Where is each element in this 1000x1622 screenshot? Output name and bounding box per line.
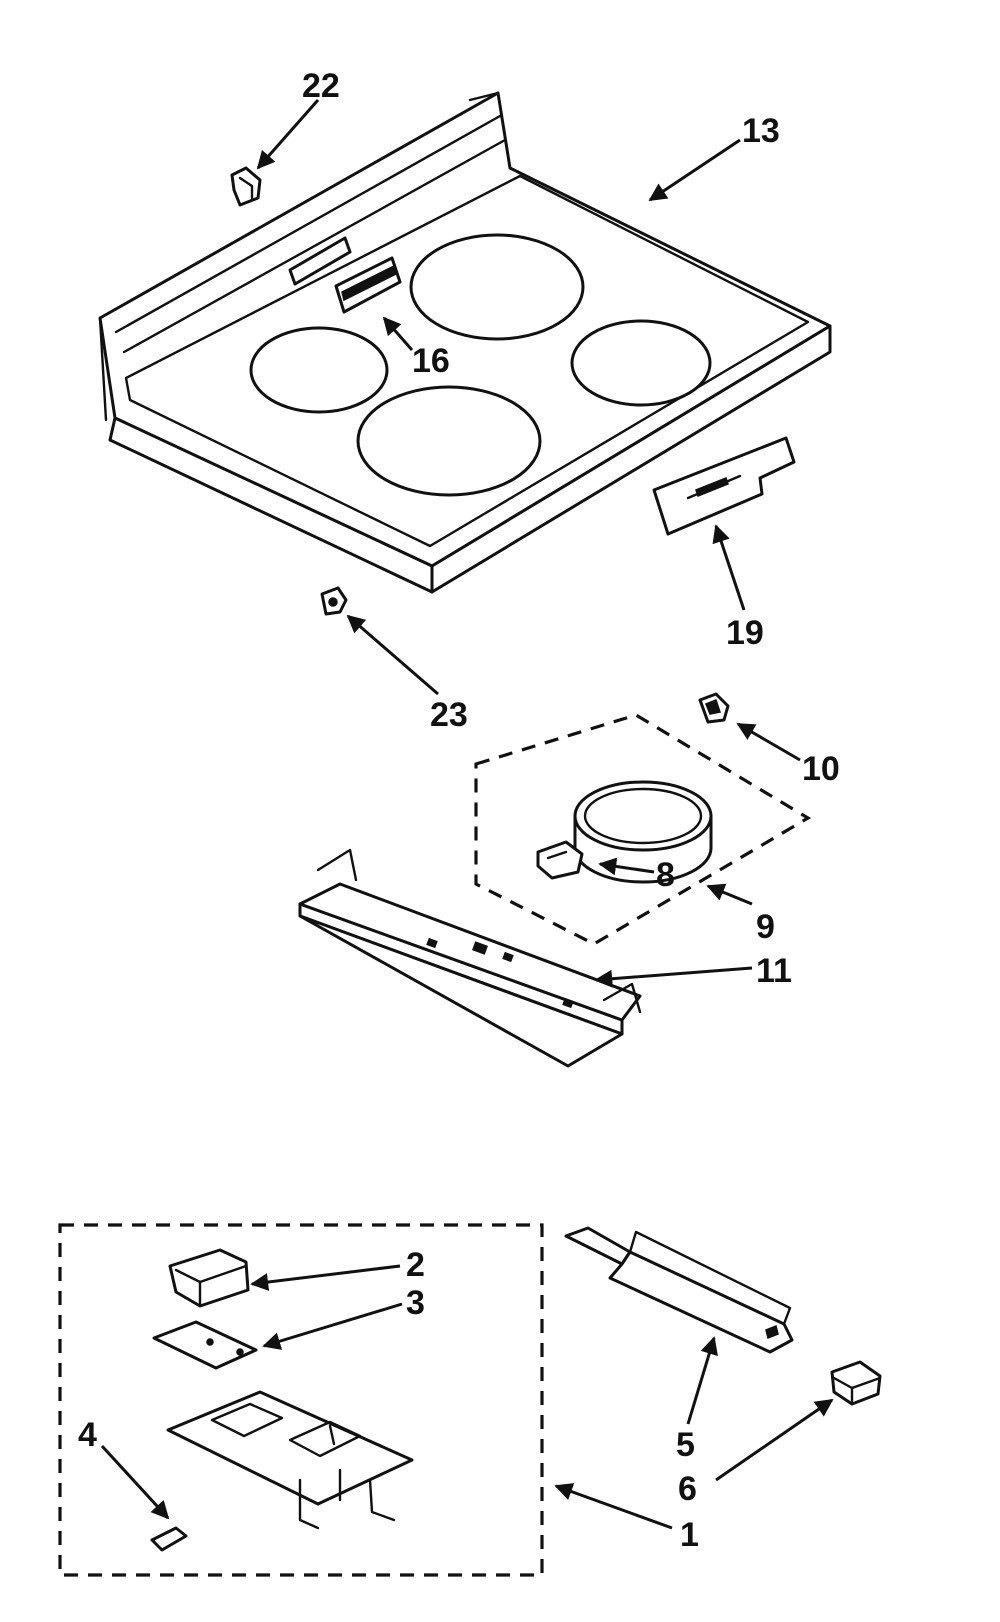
callout-9: 9 [756,908,775,946]
bracket-19 [652,436,796,536]
switch-kit-boundary-1 [58,1223,544,1577]
callout-22: 22 [302,67,340,105]
cooktop [98,91,832,594]
callout-11: 11 [756,952,792,990]
bracket-5 [564,1226,794,1354]
callout-1: 1 [680,1516,699,1554]
callout-23: 23 [430,696,468,734]
burner-large-back [409,233,585,341]
callout-4: 4 [78,1416,97,1454]
terminal-block-8 [536,840,584,880]
callout-16: 16 [412,342,450,380]
clip-23 [320,586,348,616]
clip-10 [698,692,730,724]
callout-19: 19 [726,614,764,652]
callout-2: 2 [406,1246,425,1284]
callout-10: 10 [802,750,840,788]
callout-6: 6 [678,1470,697,1508]
support-bracket-11 [298,848,642,1068]
callout-5: 5 [676,1426,695,1464]
connector-6 [830,1360,882,1406]
callout-3: 3 [406,1284,425,1322]
burner-large-front [356,385,542,497]
clip-4 [150,1526,188,1552]
indicator-light-16 [334,256,402,314]
plate-3 [152,1320,258,1370]
callout-13: 13 [742,112,780,150]
burner-small-right [570,319,712,407]
switch-2 [168,1248,250,1308]
switch-assembly [166,1390,414,1530]
burner-small-left [249,326,389,414]
callout-labels: 22 13 16 19 23 10 8 9 11 2 3 4 5 6 1 [78,67,840,1554]
element-kit-boundary-9 [474,713,812,946]
callout-8: 8 [656,856,675,894]
clip-22 [230,166,262,207]
leader-lines [100,99,834,1530]
surface-element [573,780,713,884]
